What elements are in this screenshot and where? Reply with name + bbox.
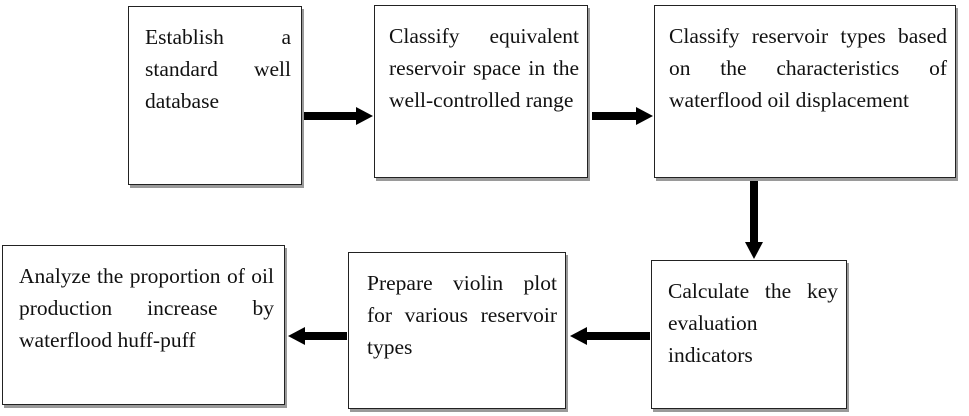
step-violin-plot-text: Prepare violin plot for various reservoi… (367, 271, 557, 359)
step-classify-reservoir-types-text: Classify reservoir types based on the ch… (669, 24, 947, 112)
step-violin-plot-box: Prepare violin plot for various reservoi… (348, 252, 566, 409)
step-calculate-indicators-text: Calculate the key evaluation indicators (668, 279, 838, 367)
arrow-step2-to-step3 (592, 107, 653, 125)
arrow-step1-to-step2 (304, 107, 373, 125)
step-establish-database-box: Establish a standard well database (128, 6, 302, 185)
step-calculate-indicators-box: Calculate the key evaluation indicators (651, 260, 847, 409)
arrow-step3-to-step4 (745, 181, 763, 259)
step-classify-reservoir-space-text: Classify equivalent reservoir space in t… (389, 24, 579, 112)
step-classify-reservoir-space-box: Classify equivalent reservoir space in t… (374, 5, 588, 178)
arrow-step5-to-step6 (288, 327, 347, 345)
step-analyze-production-box: Analyze the proportion of oil production… (2, 245, 285, 405)
arrow-step4-to-step5 (570, 327, 650, 345)
step-analyze-production-text: Analyze the proportion of oil production… (19, 264, 274, 352)
step-classify-reservoir-types-box: Classify reservoir types based on the ch… (654, 5, 956, 178)
step-establish-database-text: Establish a standard well database (145, 25, 291, 113)
